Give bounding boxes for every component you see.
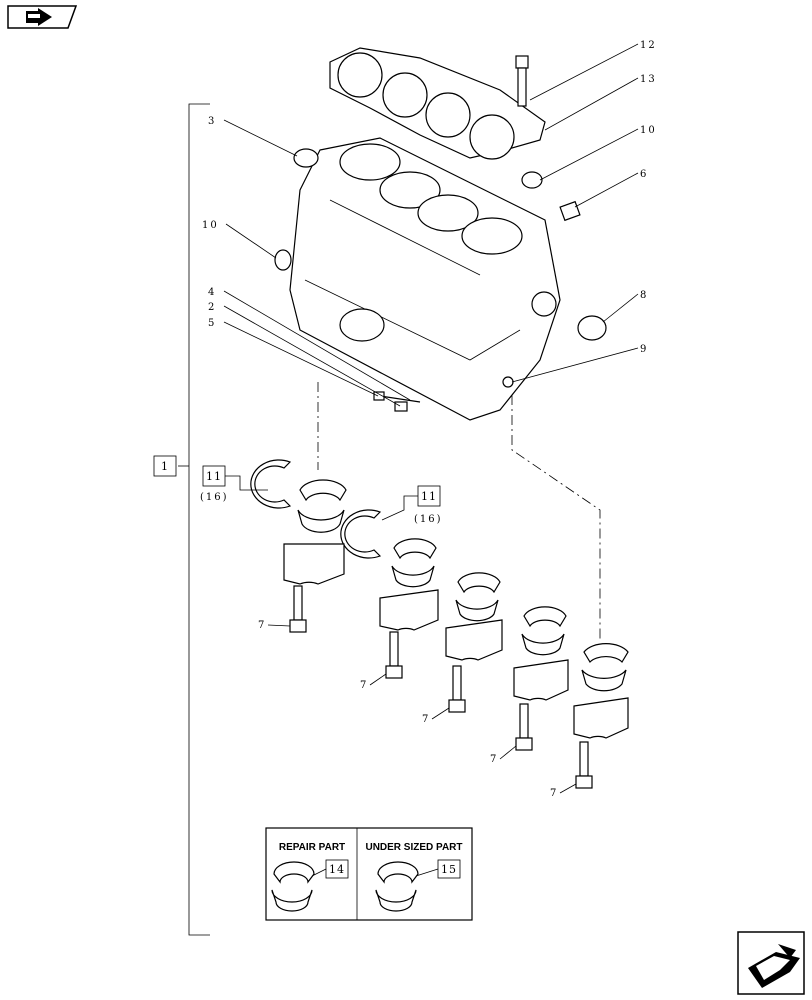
- svg-text:4: 4: [208, 287, 216, 298]
- svg-text:11: 11: [206, 470, 222, 483]
- svg-text:(16): (16): [200, 492, 229, 503]
- repair-bearing-shell-icon: [271, 861, 315, 912]
- legend-repair-part: REPAIR PART 14: [271, 842, 349, 912]
- head-gasket: [329, 47, 546, 160]
- thrust-washer-right: [340, 509, 382, 559]
- svg-text:10: 10: [202, 220, 219, 231]
- dowel-sleeve-6: [559, 200, 581, 222]
- callout-7-b: 7: [360, 673, 387, 691]
- svg-text:REPAIR PART: REPAIR PART: [279, 842, 345, 853]
- callout-7-d: 7: [490, 745, 517, 765]
- thrust-washer-left: [250, 459, 292, 509]
- back-nav-button[interactable]: [7, 5, 78, 29]
- svg-text:9: 9: [640, 344, 648, 355]
- core-plug-3: [293, 148, 319, 168]
- cap-bolt-2: [385, 631, 403, 679]
- callout-11-left: 11 (16): [200, 465, 268, 503]
- cap-bolt-1: [289, 585, 307, 633]
- callout-10-right: 10: [539, 125, 657, 181]
- cap-bolt-4: [515, 703, 533, 751]
- bearing-shell-3: [455, 572, 501, 622]
- plug-9: [502, 376, 514, 388]
- bearing-cap-5: [573, 697, 629, 739]
- callout-11-right: 11 (16): [381, 485, 443, 525]
- svg-text:6: 6: [640, 169, 648, 180]
- callout-13: 13: [544, 74, 657, 131]
- svg-text:7: 7: [258, 620, 266, 631]
- callout-12: 12: [529, 40, 657, 101]
- callout-2: 2: [208, 302, 401, 407]
- callout-6: 6: [574, 169, 648, 208]
- callout-9: 9: [511, 344, 648, 383]
- core-plug-10-right: [521, 171, 543, 189]
- svg-text:8: 8: [640, 290, 648, 301]
- undersized-bearing-shell-icon: [375, 861, 419, 912]
- callout-7-e: 7: [550, 783, 577, 799]
- svg-text:14: 14: [329, 863, 345, 876]
- svg-text:7: 7: [422, 714, 430, 725]
- svg-text:1: 1: [161, 460, 169, 473]
- bearing-cap-1: [283, 543, 345, 585]
- cap-bolt-3: [448, 665, 466, 713]
- svg-text:10: 10: [640, 125, 657, 136]
- bearing-shell-1: [297, 479, 347, 533]
- legend-under-sized-part: UNDER SIZED PART 15: [365, 842, 463, 912]
- callout-7-c: 7: [422, 707, 450, 725]
- callout-5: 5: [208, 318, 379, 397]
- oil-gallery-tube: [373, 391, 421, 412]
- svg-text:3: 3: [208, 116, 216, 127]
- assembly-bracket: [178, 103, 210, 936]
- svg-text:7: 7: [360, 680, 368, 691]
- bearing-shell-2: [391, 538, 437, 588]
- svg-text:5: 5: [208, 318, 216, 329]
- svg-text:2: 2: [208, 302, 216, 313]
- callout-4: 4: [208, 287, 411, 401]
- previous-page-arrow-icon: [26, 8, 52, 26]
- callout-1: 1: [153, 455, 177, 477]
- svg-text:15: 15: [441, 863, 457, 876]
- bearing-cap-3: [445, 619, 503, 661]
- bearing-cap-4: [513, 659, 569, 701]
- cap-bolt-5: [575, 741, 593, 789]
- bearing-shell-5: [581, 642, 629, 692]
- next-page-arrow-icon: [748, 944, 800, 988]
- bearing-shell-4: [521, 606, 567, 656]
- core-plug-10-left: [274, 249, 292, 271]
- callout-3: 3: [208, 116, 298, 157]
- cylinder-block: [289, 137, 561, 421]
- next-nav-button[interactable]: [737, 931, 805, 995]
- seal-ring-8: [577, 315, 607, 341]
- bearing-cap-2: [379, 589, 439, 631]
- svg-text:UNDER SIZED PART: UNDER SIZED PART: [365, 842, 462, 853]
- callout-10-left: 10: [202, 220, 277, 259]
- svg-text:7: 7: [550, 788, 558, 799]
- callout-7-a: 7: [258, 620, 291, 631]
- svg-text:7: 7: [490, 754, 498, 765]
- alignment-line-right: [511, 395, 601, 640]
- head-bolt: [515, 55, 529, 107]
- svg-text:(16): (16): [414, 514, 443, 525]
- svg-text:12: 12: [640, 40, 657, 51]
- svg-text:11: 11: [421, 490, 437, 503]
- callout-8: 8: [602, 290, 648, 323]
- svg-text:13: 13: [640, 74, 657, 85]
